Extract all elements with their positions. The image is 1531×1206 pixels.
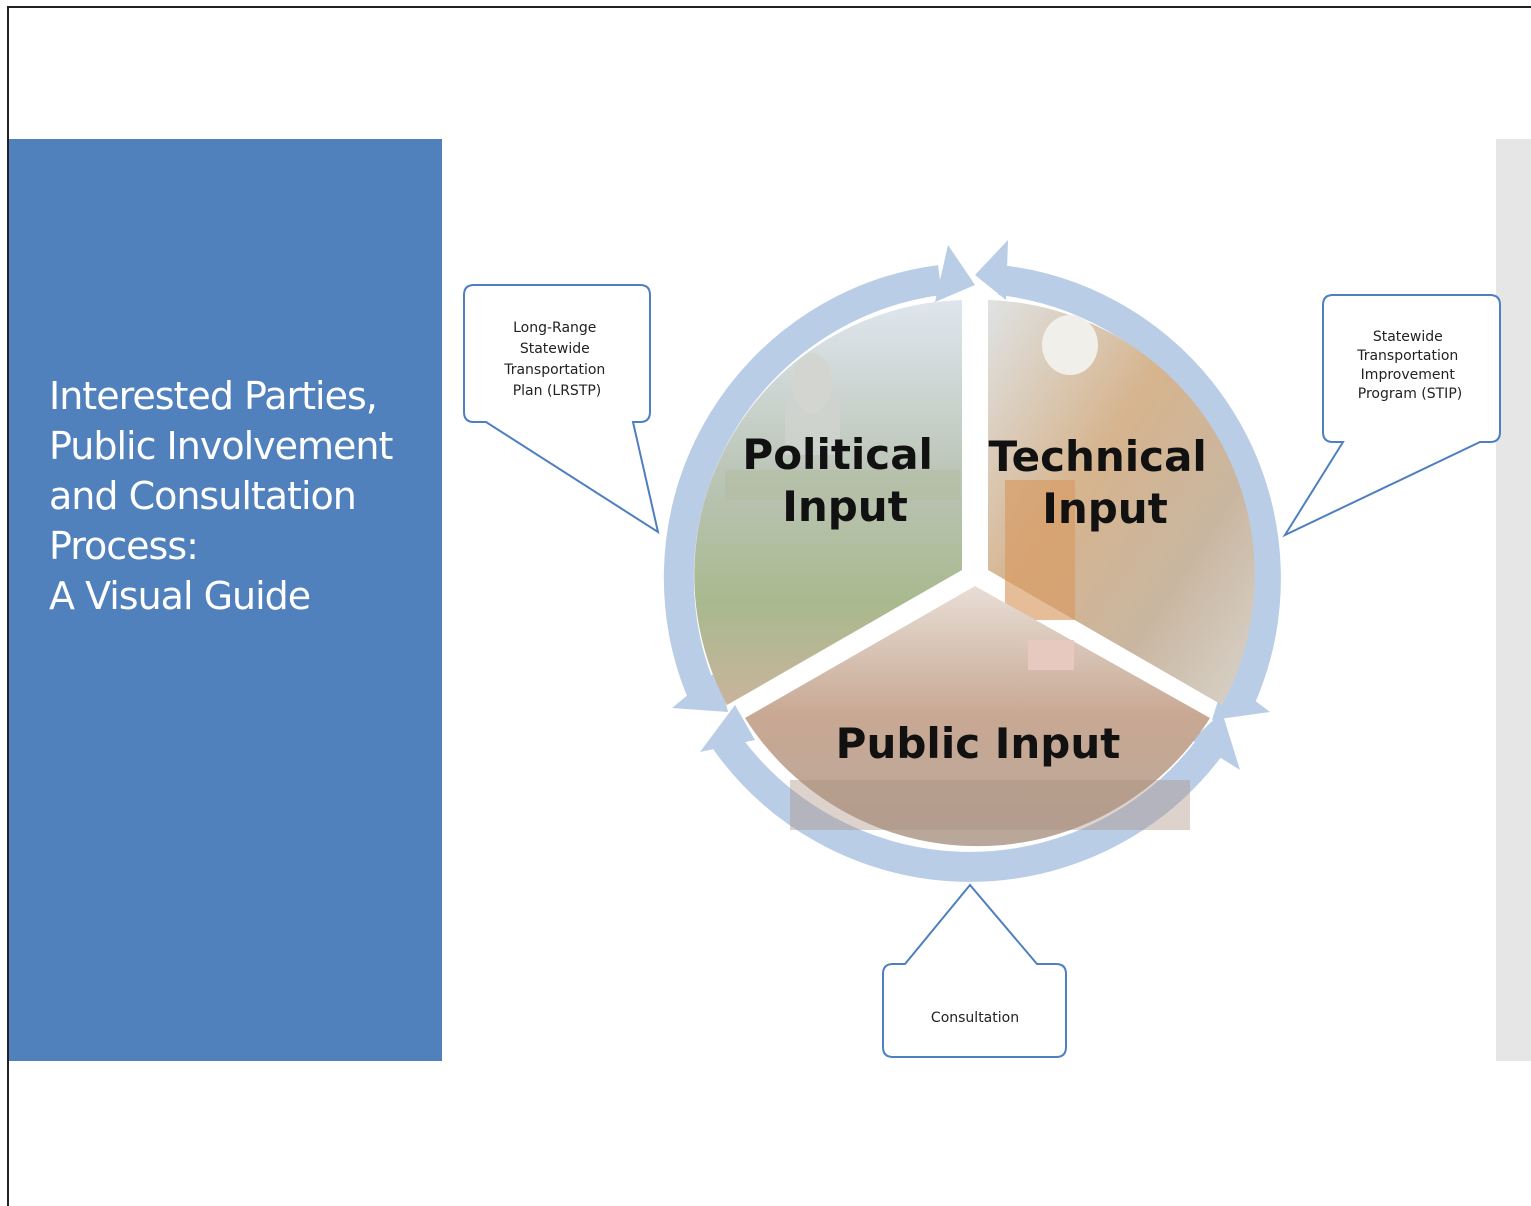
- title-line: A Visual Guide: [49, 574, 311, 618]
- arrow-arc-bottom: [712, 731, 1228, 882]
- callout-stip-text: Statewide Transportation Improvement Pro…: [1356, 329, 1463, 402]
- callout-lrstp-text: Long-Range Statewide Transportation Plan…: [503, 320, 610, 399]
- segment-public: [745, 586, 1210, 847]
- arrow-arc-right: [998, 265, 1281, 707]
- arrow-arc-left: [663, 265, 942, 707]
- arrowhead-bottom-left: [700, 705, 755, 752]
- cycle-arrows: [663, 265, 1281, 882]
- slide-title: Interested Parties, Public Involvement a…: [49, 371, 439, 621]
- technical-input-label: Technical Input: [989, 432, 1222, 533]
- callout-stip: Statewide Transportation Improvement Pro…: [1282, 294, 1501, 538]
- arrow-heads: [672, 240, 1270, 770]
- public-input-label: Public Input: [836, 719, 1121, 768]
- right-side-strip: [1496, 139, 1531, 1061]
- political-input-label: Political Input: [742, 430, 947, 531]
- arrowhead-left: [672, 670, 728, 712]
- callout-consultation-text: Consultation: [931, 1010, 1019, 1026]
- title-line: Process:: [49, 524, 199, 568]
- arrowhead-top-left: [935, 245, 975, 302]
- arrowhead-top-right: [975, 240, 1008, 300]
- title-line: Interested Parties,: [49, 374, 378, 418]
- title-line: Public Involvement: [49, 424, 393, 468]
- callout-consultation: Consultation: [882, 883, 1067, 1058]
- title-panel: Interested Parties, Public Involvement a…: [9, 139, 442, 1061]
- segment-technical: [988, 300, 1255, 705]
- callout-lrstp: Long-Range Statewide Transportation Plan…: [463, 284, 660, 535]
- slide-frame: [7, 6, 1531, 1206]
- arrowhead-bottom-right: [1192, 712, 1240, 770]
- segment-political: [694, 300, 962, 705]
- title-line: and Consultation: [49, 474, 357, 518]
